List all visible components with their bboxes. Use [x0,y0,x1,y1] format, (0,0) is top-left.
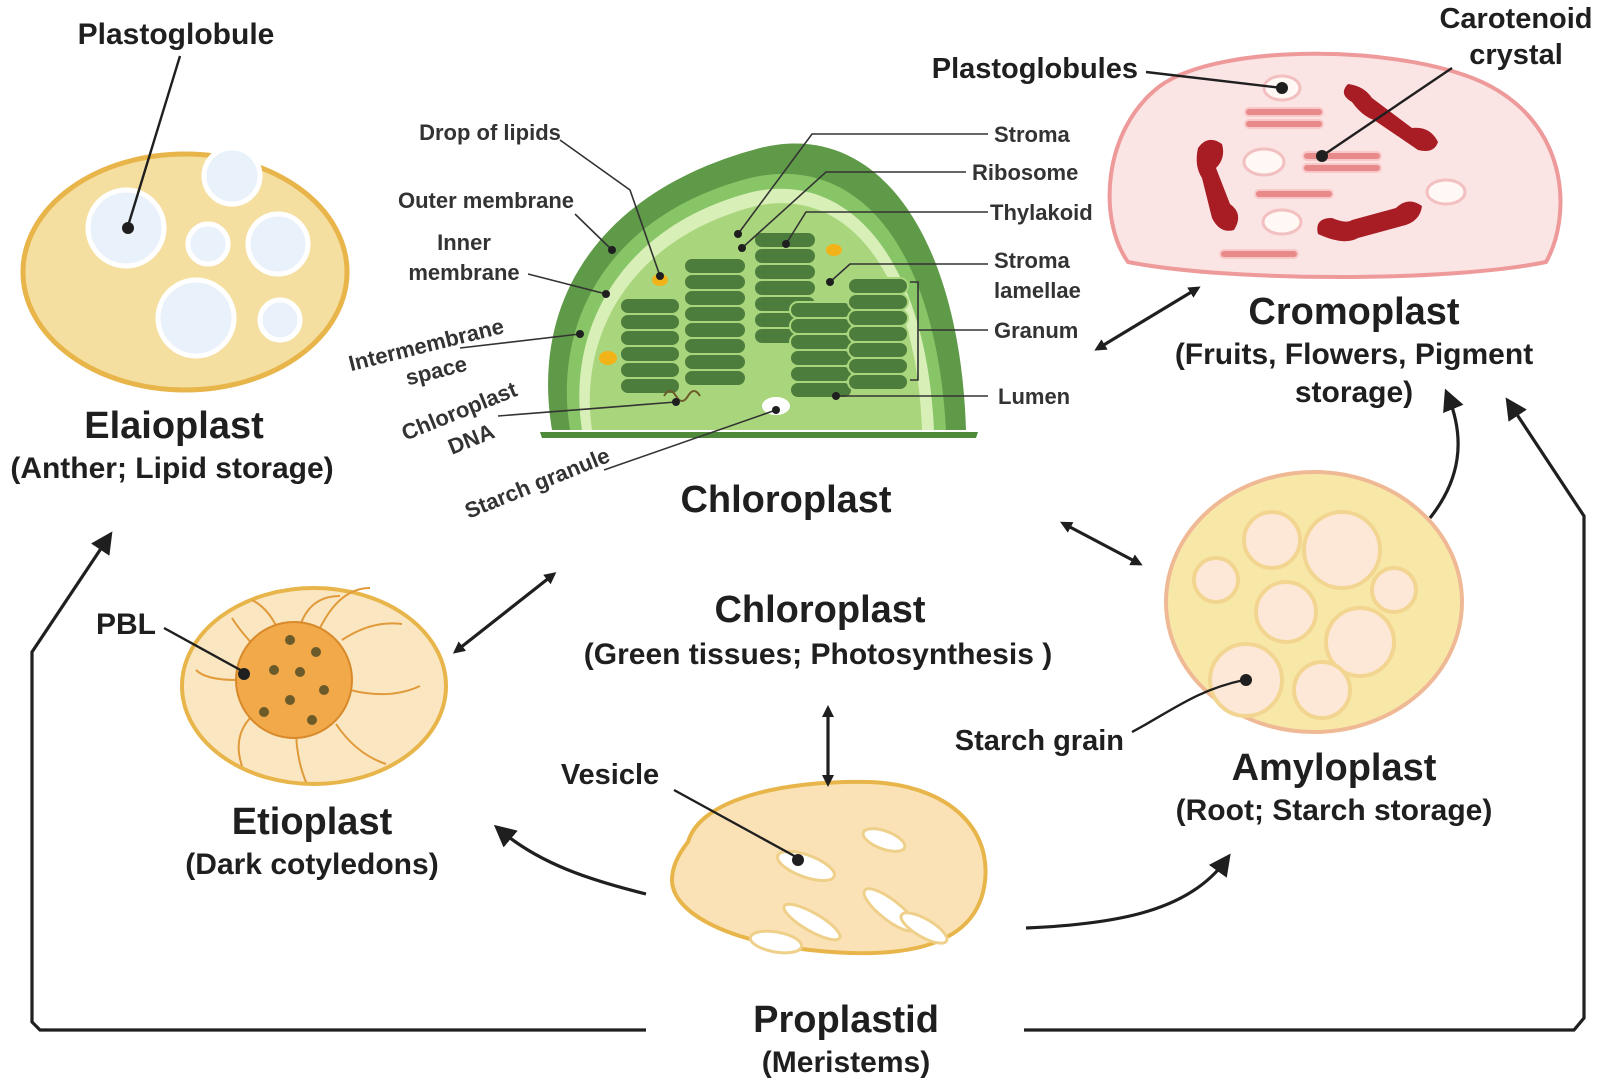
label-inner-membrane-1: Inner [437,230,491,255]
label-outer-membrane: Outer membrane [398,188,574,213]
dna-marker [672,398,680,406]
arrow-proplastid-elaioplast [30,531,646,1032]
label-ribosome: Ribosome [972,160,1078,185]
vesicle-leader [673,788,799,860]
arrow-etioplast-chloroplast [452,572,557,654]
grana-stacks [619,231,909,399]
chloroplast-detail: Drop of lipids Outer membrane Inner memb… [346,120,1093,523]
inner-membrane-marker [602,290,610,298]
chloroplast-dna-shape [663,390,701,402]
ribosome-marker [738,244,746,252]
stroma-lamellae-leader [829,263,988,283]
amyloplast-desc: (Root; Starch storage) [1176,794,1493,827]
chromoplast-title: Cromoplast [1248,291,1459,333]
outer-membrane-leader [574,213,613,251]
stroma-leader [737,133,988,235]
label-drop-of-lipids: Drop of lipids [419,120,561,145]
starch-granule-marker [772,406,780,414]
inner-membrane-leader [527,273,607,295]
chloroplast-center-desc: (Green tissues; Photosynthesis ) [584,638,1052,671]
chromoplast-desc-1: (Fruits, Flowers, Pigment [1175,338,1533,371]
label-stroma-lamellae-1: Stroma [994,248,1071,273]
label-inner-membrane-2: membrane [408,260,519,285]
lumen-marker [832,392,840,400]
chromoplast-lamellae [1219,107,1382,259]
arrow-proplastid-chromoplast [1024,397,1586,1032]
elaioplast-desc: (Anther; Lipid storage) [10,452,333,485]
chromoplast-desc-2: storage) [1295,376,1413,409]
stroma-marker [734,230,742,238]
arrow-proplastid-etioplast [493,824,647,896]
arrow-chloroplast-chromoplast [1094,286,1201,351]
chromoplast: Plastoglobules Carotenoid crystal Cromop… [932,3,1593,409]
etioplast: PBL Etioplast (Dark cotyledons) [96,586,448,881]
proplastid-title: Proplastid [753,999,939,1041]
elaioplast-title: Elaioplast [84,405,264,447]
carotenoid-crystals [1196,84,1438,242]
drop-lipids-marker [656,272,664,280]
starch-grain-leader [1131,678,1245,734]
thylakoid-marker [782,240,790,248]
starch-grain-marker [1240,674,1252,686]
proplastid-desc: (Meristems) [762,1046,930,1079]
label-plastoglobule: Plastoglobule [78,18,275,51]
intermembrane-leader [459,333,581,349]
plastoglobule-leader [126,55,182,227]
chloroplast-base [540,432,978,438]
thylakoid-leader [785,211,988,245]
carotenoid-leader [1321,67,1453,157]
carotenoid-marker [1316,150,1328,162]
proplastid-vesicles [748,827,949,955]
chloroplast-detail-title: Chloroplast [680,479,891,521]
label-pbl: PBL [96,608,156,641]
etioplast-desc: (Dark cotyledons) [185,848,438,881]
amyloplast-title: Amyloplast [1232,747,1437,789]
label-carotenoid-1: Carotenoid [1439,3,1592,35]
label-granum: Granum [994,318,1078,343]
amyloplast: Starch grain Amyloplast (Root; Starch st… [955,470,1493,827]
pbl-marker [238,668,250,680]
outer-membrane-marker [608,246,616,254]
label-carotenoid-2: crystal [1469,39,1563,71]
elaioplast: Plastoglobule Elaioplast (Anther; Lipid … [10,18,350,485]
chloroplast-center-title: Chloroplast [714,589,925,631]
label-vesicle: Vesicle [561,759,659,791]
label-thylakoid: Thylakoid [990,200,1093,225]
plastoglobules-marker [1276,82,1288,94]
arrow-chloroplast-amyloplast [1060,521,1143,566]
chloroplast-center: Chloroplast (Green tissues; Photosynthes… [584,589,1052,671]
label-stroma: Stroma [994,122,1071,147]
pbl-lattice [259,635,329,725]
arrow-amyloplast-chromoplast [1428,388,1464,519]
ribosome-leader [741,171,966,249]
vesicle-marker [792,854,804,866]
drop-lipids-leader [559,139,661,277]
plastoglobule-marker [122,222,134,234]
label-starch-grain: Starch grain [955,725,1124,757]
label-stroma-lamellae-2: lamellae [994,278,1081,303]
label-plastoglobules: Plastoglobules [932,53,1138,85]
intermembrane-marker [576,330,584,338]
elaioplast-plastoglobules [85,145,311,359]
plastoglobules-leader [1145,70,1283,90]
etioplast-title: Etioplast [232,801,393,843]
label-lumen: Lumen [998,384,1070,409]
stroma-lamellae-marker [826,278,834,286]
granum-bracket [910,281,988,381]
label-starch-granule: Starch granule [461,443,613,524]
dna-leader [497,401,677,417]
arrow-proplastid-amyloplast [1025,853,1231,930]
proplastid: Vesicle Proplastid (Meristems) [561,759,988,1079]
pbl-leader [163,626,245,674]
flow-arrows [30,286,1586,1032]
starch-granule-leader [603,409,777,471]
